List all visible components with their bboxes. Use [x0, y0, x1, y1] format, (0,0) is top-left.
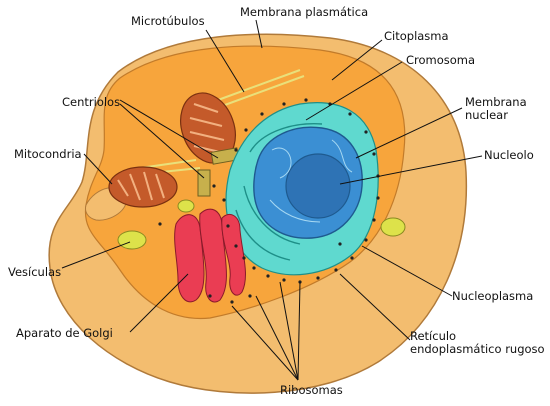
label-cromosoma: Cromosoma: [406, 53, 476, 67]
label-reticulo-line1: Retículo: [410, 329, 457, 343]
label-microtubulos: Microtúbulos: [131, 14, 205, 28]
label-citoplasma: Citoplasma: [384, 29, 449, 43]
ribosomes: [158, 98, 380, 304]
chromatin: [269, 139, 353, 223]
mitochondrion-lower: [108, 166, 178, 208]
label-membrana-nuclear-line2: nuclear: [465, 108, 508, 122]
label-membrana-nuclear-line1: Membrana: [465, 95, 527, 109]
label-nucleoplasma: Nucleoplasma: [452, 289, 534, 303]
label-nucleolo: Nucleolo: [484, 148, 534, 162]
nucleolus: [285, 153, 351, 219]
leader-lines: [61, 19, 483, 381]
label-reticulo: Retículo endoplasmático rugoso: [410, 330, 545, 356]
label-membrana-nuclear: Membrana nuclear: [465, 96, 527, 122]
label-aparato-golgi: Aparato de Golgi: [16, 326, 113, 340]
label-reticulo-line2: endoplasmático rugoso: [410, 342, 545, 356]
vesicles: [117, 199, 406, 250]
label-centriolos: Centriolos: [62, 95, 121, 109]
label-ribosomas: Ribosomas: [280, 383, 343, 397]
label-vesiculas: Vesículas: [8, 265, 62, 279]
label-membrana-plasmatica: Membrana plasmática: [240, 5, 369, 19]
golgi-apparatus: [174, 208, 246, 303]
label-mitocondria: Mitocondria: [14, 147, 82, 161]
rough-er-folds: [235, 123, 323, 261]
